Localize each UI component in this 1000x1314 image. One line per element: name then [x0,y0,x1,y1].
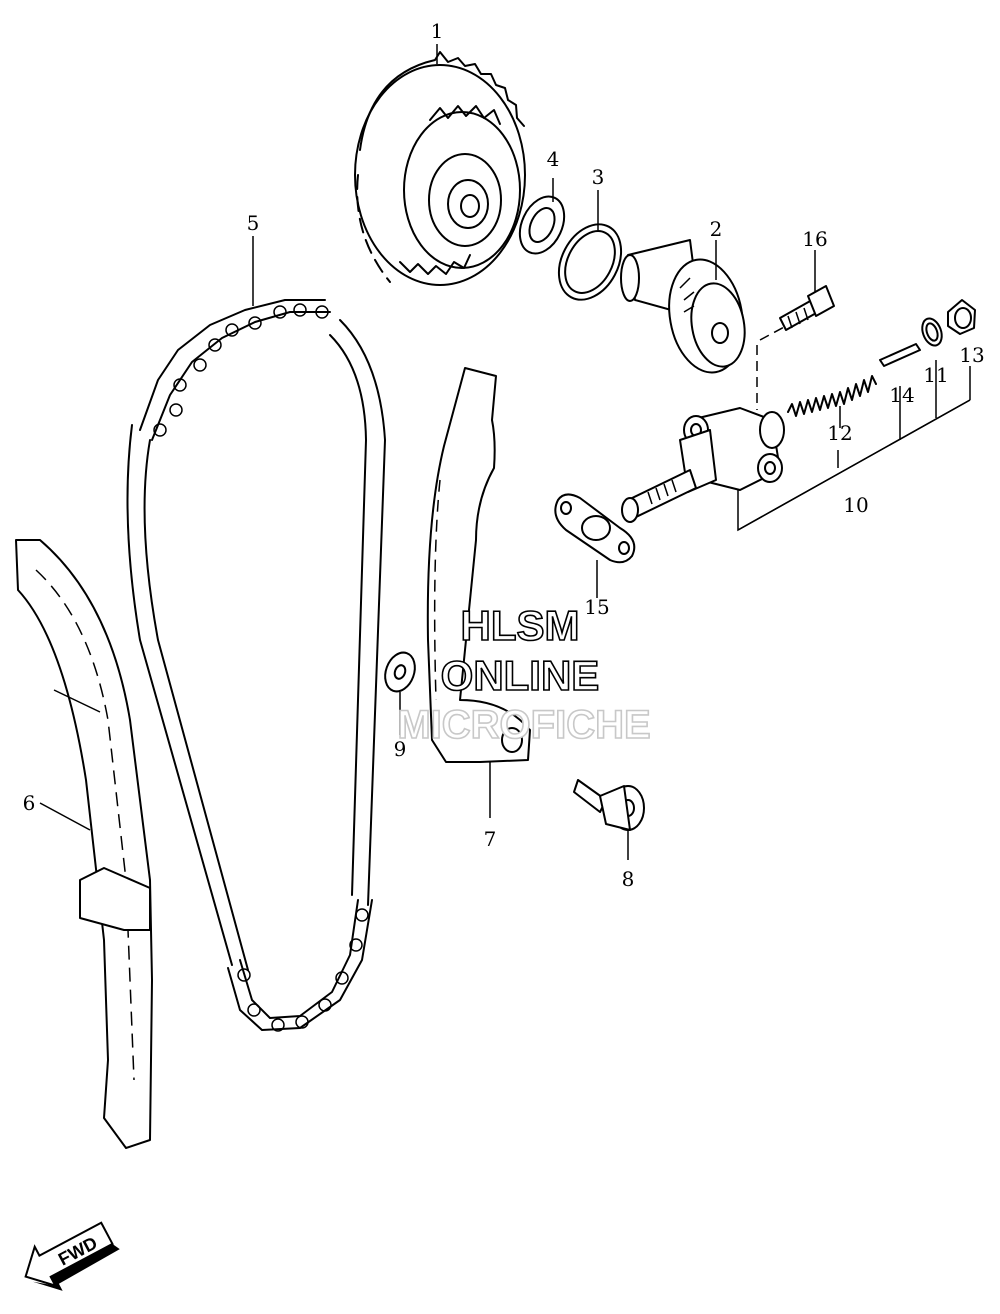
callout-6: 6 [23,791,36,815]
watermark: HLSM ONLINE MICROFICHE [397,601,652,748]
part-16-bolt [779,285,835,331]
part-12-spring [787,375,877,417]
leader-lines [39,44,971,860]
part-6-chain-guide [15,539,153,1149]
callout-14: 14 [889,383,914,407]
part-10-tensioner [621,325,787,523]
part-14-pin [879,343,921,367]
callout-16: 16 [802,227,827,251]
callout-1: 1 [431,19,444,43]
callout-8: 8 [622,867,635,891]
part-5-cam-chain [126,299,386,1032]
part-3-o-ring [557,223,623,301]
watermark-line-3: MICROFICHE [397,703,650,747]
callout-9: 9 [394,737,407,761]
part-15-gasket [554,493,636,564]
part-4-washer [518,195,566,255]
callout-labels: 1 2 3 4 5 6 7 8 9 10 11 12 13 14 15 16 [23,19,985,891]
callout-11: 11 [923,363,948,387]
part-1-idler-sprocket [354,51,526,286]
callout-7: 7 [484,827,497,851]
callout-13: 13 [959,343,984,367]
callout-15: 15 [584,595,609,619]
callout-2: 2 [710,217,723,241]
callout-5: 5 [247,211,260,235]
part-7-tensioner-guide [426,367,531,763]
fwd-arrow-icon: FWD [24,1221,120,1291]
part-2-idler-shaft [620,239,746,374]
watermark-line-2: ONLINE [441,652,600,699]
part-9-washer [384,651,416,693]
part-8-bolt [573,779,645,831]
part-13-bolt [947,299,976,335]
callout-10: 10 [843,493,868,517]
callout-4: 4 [547,147,560,171]
callout-12: 12 [827,421,852,445]
part-11-ring [921,317,943,347]
callout-3: 3 [592,165,605,189]
watermark-line-1: HLSM [461,602,580,649]
